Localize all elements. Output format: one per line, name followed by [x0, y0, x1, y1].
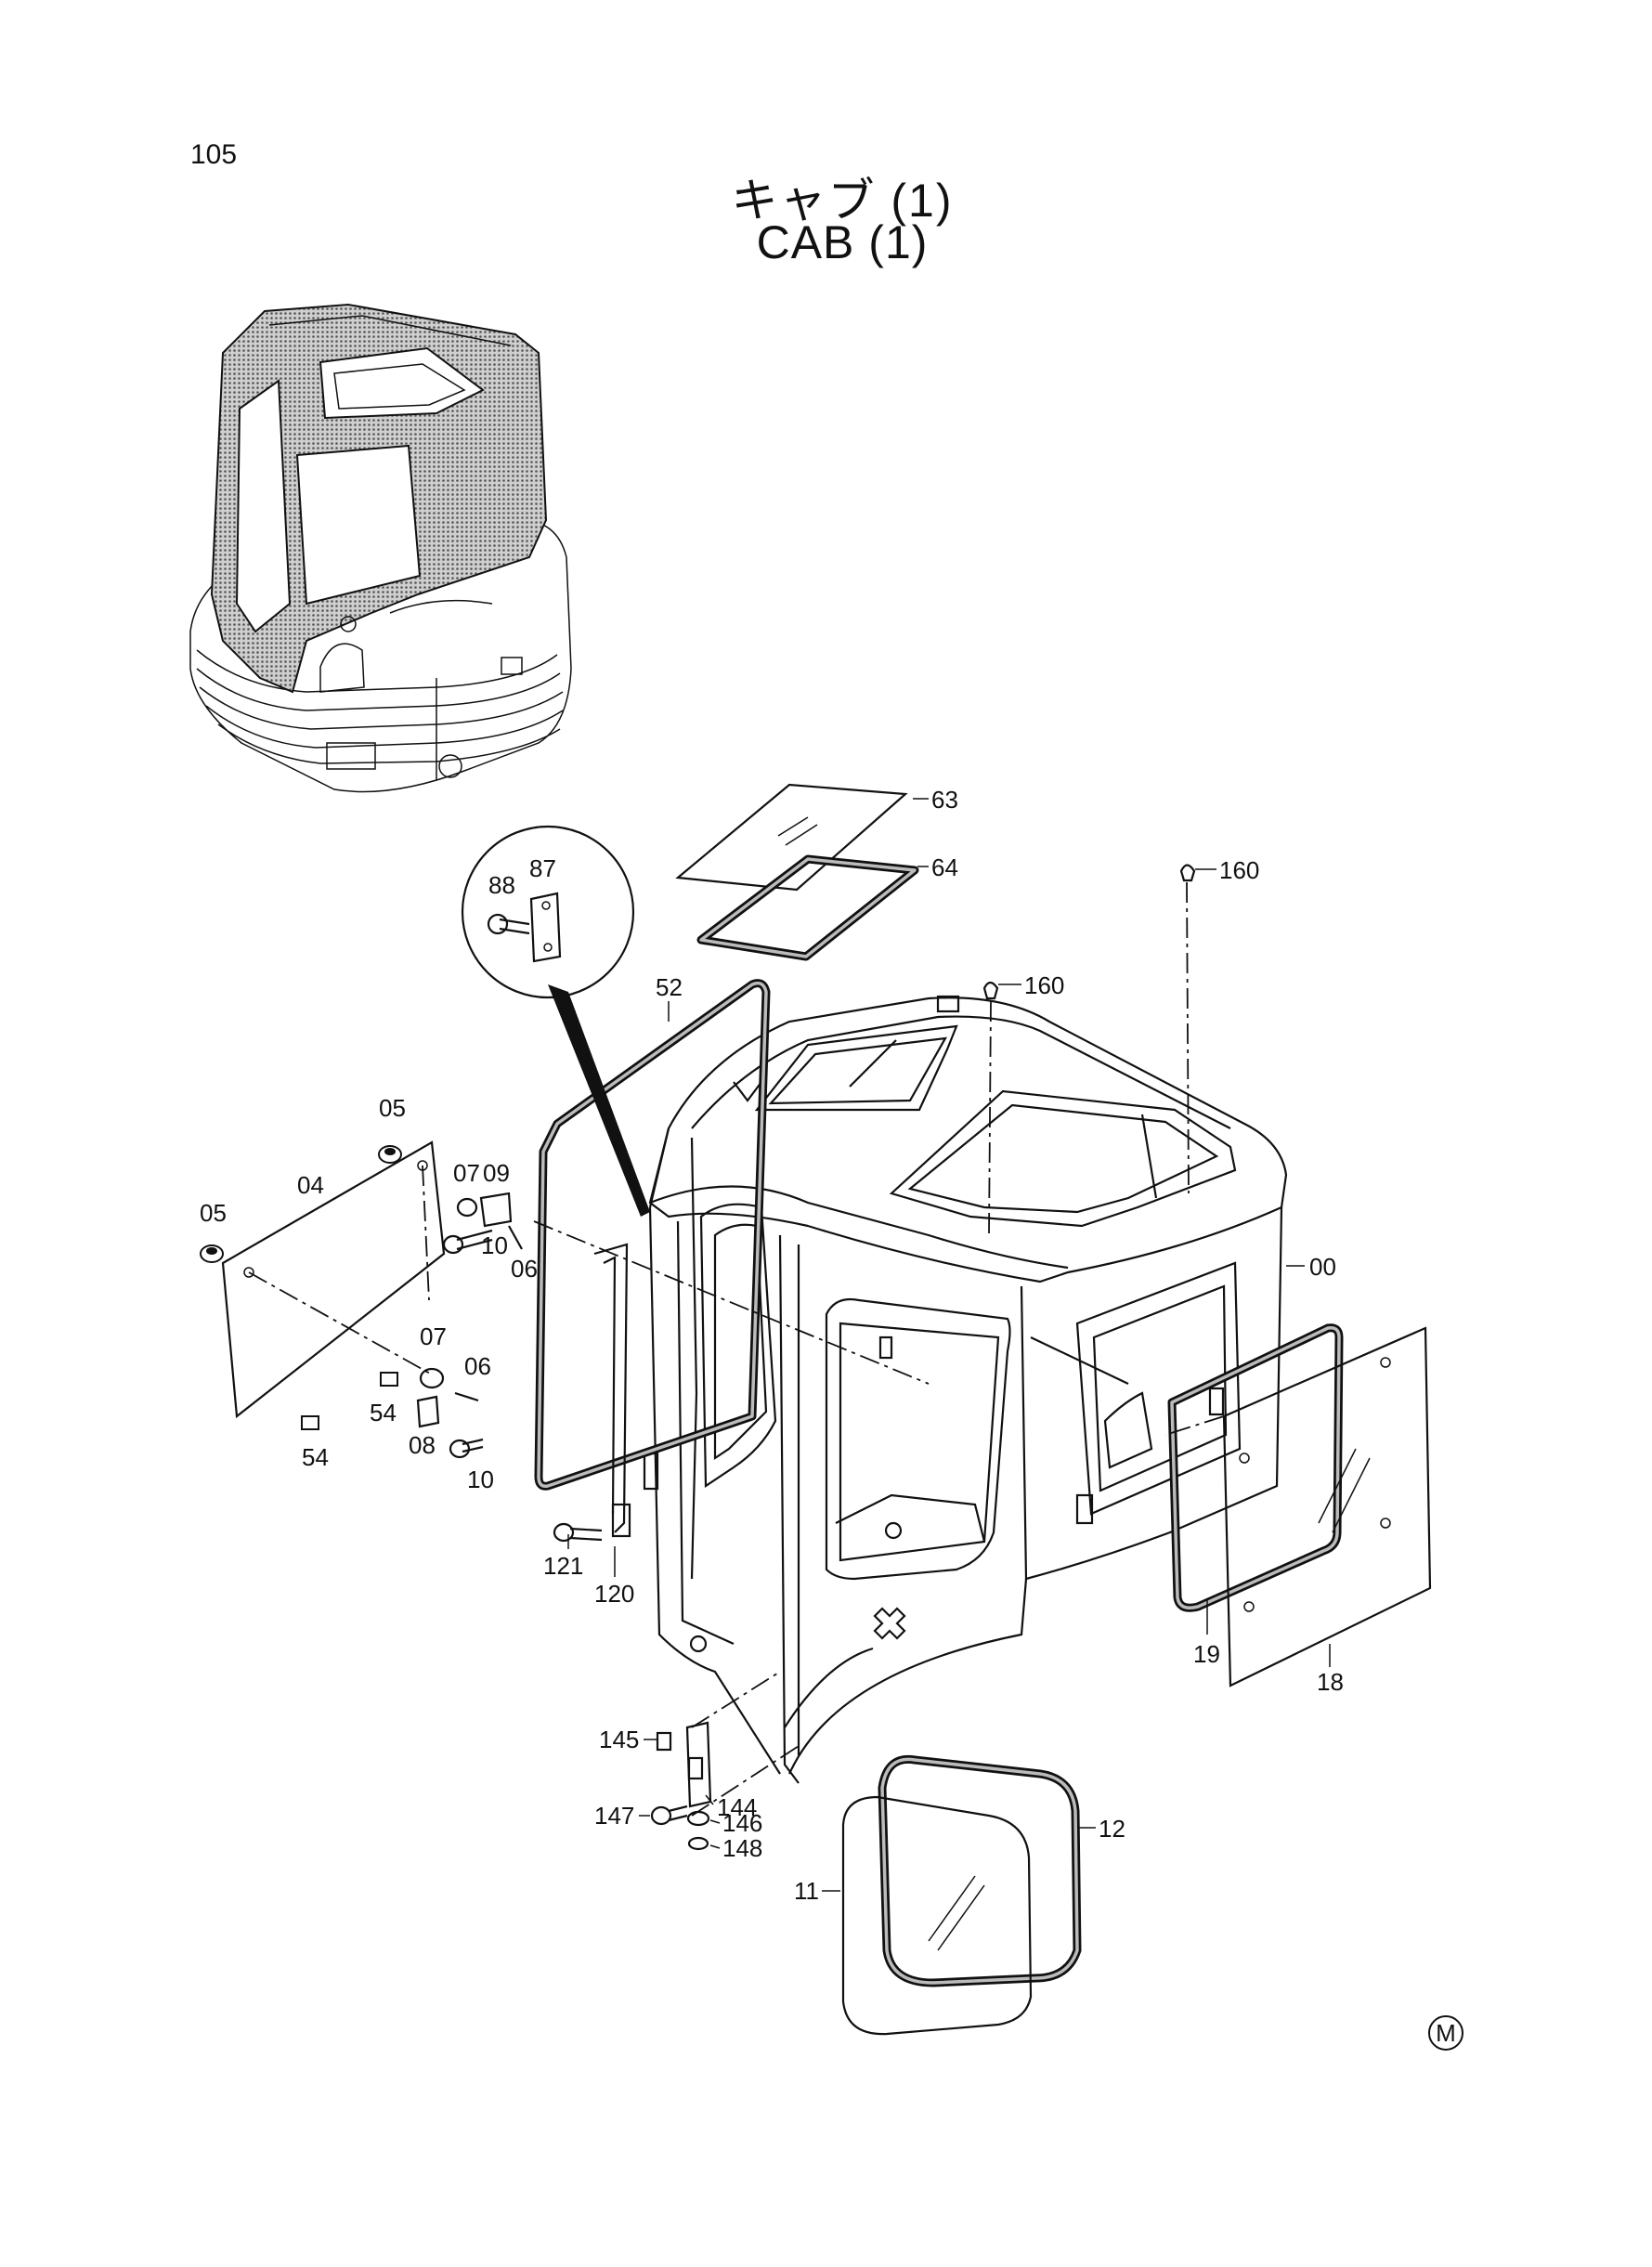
callout-labels: 63 64 160 160 52 88 87 05 04 05 07 09 10… — [200, 786, 1344, 1905]
callout-88: 88 — [488, 871, 515, 899]
callout-148: 148 — [722, 1834, 762, 1862]
callout-18: 18 — [1317, 1668, 1344, 1696]
callout-12: 12 — [1099, 1815, 1125, 1843]
lower-handrail — [593, 1243, 631, 1538]
title-english: CAB (1) — [756, 216, 929, 268]
revision-marker: M — [1428, 2015, 1463, 2051]
callout-10-top: 10 — [481, 1231, 508, 1259]
machine-overview-illustration — [189, 303, 572, 793]
callout-00: 00 — [1309, 1253, 1336, 1281]
cab-frame — [643, 995, 1288, 1784]
callout-06-bottom: 06 — [464, 1352, 491, 1380]
callout-120: 120 — [594, 1580, 634, 1608]
callout-64: 64 — [931, 853, 958, 881]
callout-160-right: 160 — [1219, 856, 1259, 884]
leader-lines — [567, 798, 1331, 1892]
assembly-centerlines — [248, 881, 1225, 1817]
callout-52: 52 — [656, 973, 683, 1001]
fasteners — [200, 864, 1196, 1851]
page-number: 105 — [190, 139, 238, 170]
callout-05-top: 05 — [379, 1094, 406, 1122]
callout-145: 145 — [599, 1726, 639, 1753]
detail-circle-hinge — [461, 825, 650, 1217]
callout-146: 146 — [722, 1809, 762, 1837]
callout-144: 144 — [717, 1793, 757, 1821]
callout-10-bottom: 10 — [467, 1466, 494, 1493]
callout-19: 19 — [1193, 1640, 1220, 1668]
callout-121: 121 — [543, 1552, 583, 1580]
callout-11: 11 — [794, 1877, 819, 1905]
callout-54-left: 54 — [302, 1443, 329, 1471]
callout-09: 09 — [483, 1159, 510, 1187]
callout-160-center: 160 — [1024, 971, 1064, 999]
callout-87: 87 — [529, 854, 556, 882]
rear-window-seal — [1167, 1323, 1344, 1612]
callout-54-right: 54 — [370, 1399, 397, 1427]
rear-window-glass — [1222, 1326, 1432, 1687]
callout-07-top: 07 — [453, 1159, 480, 1187]
door-window-glass — [841, 1795, 1033, 2036]
callout-08: 08 — [409, 1431, 436, 1459]
roof-window-glass — [675, 783, 908, 892]
callout-04: 04 — [297, 1171, 324, 1199]
callout-06-top: 06 — [511, 1255, 538, 1283]
callout-05-left: 05 — [200, 1199, 227, 1227]
callout-63: 63 — [931, 786, 958, 814]
callout-07-bottom: 07 — [420, 1322, 447, 1350]
roof-window-seal — [696, 854, 919, 961]
side-panel — [221, 1140, 446, 1419]
front-window-seal — [534, 979, 771, 1491]
title-japanese: キャブ (1) — [731, 175, 954, 227]
callout-147: 147 — [594, 1802, 634, 1830]
door-window-seal — [878, 1754, 1082, 1987]
